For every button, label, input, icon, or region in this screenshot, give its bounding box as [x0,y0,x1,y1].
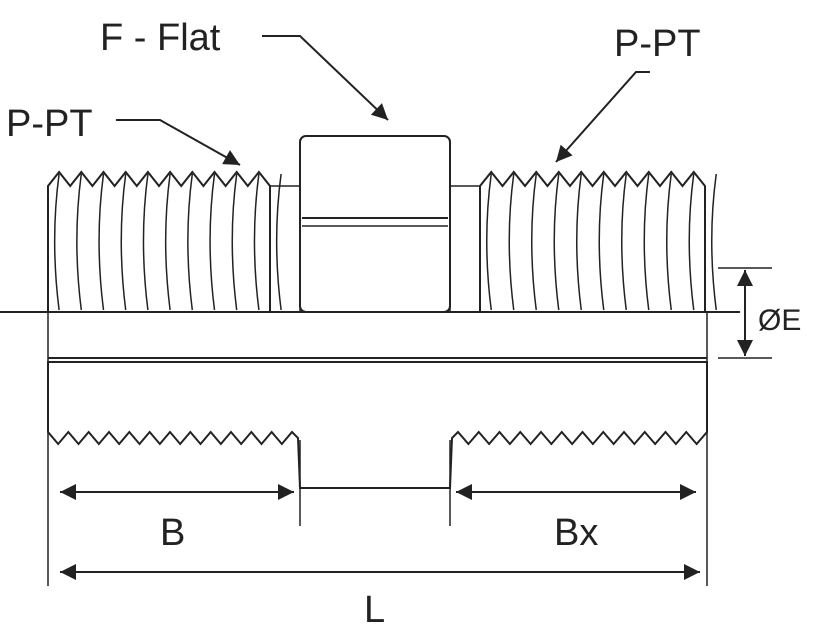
label-port-right: P-PT [614,23,701,65]
label-length-left: B [160,512,185,554]
thread-crest-line [711,173,717,311]
thread-crest-line [576,173,582,311]
label-diameter: ØE [758,304,801,337]
thread-crest-line [621,173,627,311]
thread-crest-line [209,173,216,311]
thread-crest-line [508,173,515,311]
right-thread [479,170,717,313]
label-port-left: P-PT [6,103,93,145]
thread-profile [47,170,271,313]
hex-flat [299,135,451,313]
label-length-total: L [364,589,385,631]
thread-crest-line [142,173,149,311]
leader-port-left [116,119,241,166]
left-thread [47,170,282,313]
thread-crest-line [275,173,282,311]
thread-crest-line [98,173,105,311]
thread-crest-line [231,173,238,311]
thread-crest-line [666,173,672,311]
thread-crest-line [688,173,695,311]
label-flat: F - Flat [100,17,221,59]
leader-port-right [555,71,650,163]
thread-crest-line [253,173,260,311]
thread-crest-line [120,173,127,311]
thread-crest-line [53,173,60,311]
thread-profile [479,170,706,313]
thread-crest-line [553,173,560,311]
thread-crest-line [76,173,83,311]
thread-crest-line [531,173,537,311]
label-length-right: Bx [554,512,598,554]
leader-flat [262,35,389,121]
thread-crest-line [164,173,171,311]
left-neck [269,185,301,313]
thread-crest-line [598,173,605,311]
section-body [47,361,708,489]
right-neck [449,185,481,313]
thread-crest-line [643,173,650,311]
thread-crest-line [187,173,194,311]
thread-crest-line [486,173,492,311]
